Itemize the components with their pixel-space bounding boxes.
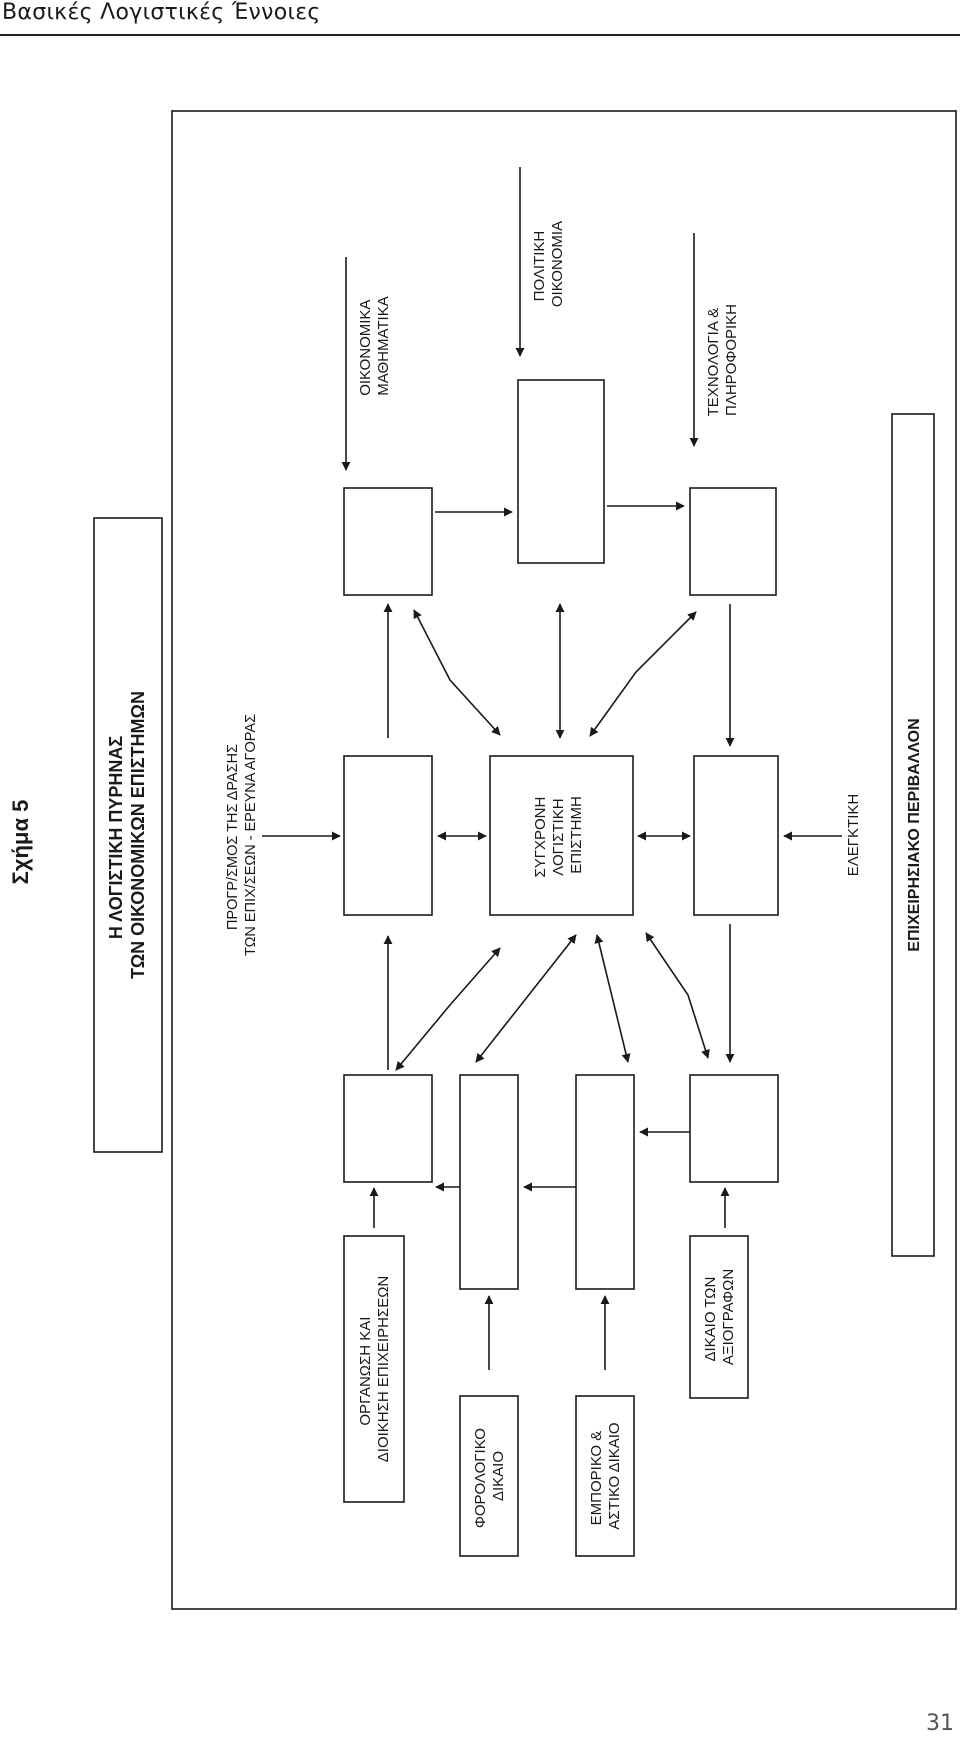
center-box (489, 755, 634, 916)
auditing-box (693, 755, 779, 916)
arrow-center-tax-law (475, 934, 577, 1063)
auditing-label: ΕΛΕΓΚΤΙΚΗ (845, 794, 862, 876)
arrow-center-upper-left (413, 609, 501, 736)
environment-box (891, 413, 935, 1257)
upper-right-box (689, 487, 777, 596)
planning-box (343, 755, 433, 916)
arrow-center-securities (645, 932, 710, 1059)
securities-source-box (689, 1235, 749, 1399)
economic-math-label: ΟΙΚΟΝΟΜΙΚΑ ΜΑΘΗΜΑΤΙΚΑ (357, 296, 392, 396)
planning-label: ΠΡΟΓΡ/ΣΜΟΣ ΤΗΣ ΔΡΑΣΗΣ ΤΩΝ ΕΠΙΧ/ΣΕΩΝ - ΕΡ… (225, 714, 259, 956)
arrow-center-commercial-law (594, 934, 631, 1063)
commercial-law-source-box (575, 1395, 635, 1557)
figure-frame (171, 110, 957, 1610)
core-title-box (93, 517, 163, 1153)
securities-label: ΔΙΚΑΙΟ ΤΩΝ ΑΞΙΟΓΡΑΦΩΝ (702, 1269, 737, 1365)
upper-left-box (343, 487, 433, 596)
organization-label: ΟΡΓΑΝΩΣΗ ΚΑΙ ΔΙΟΙΚΗΣΗ ΕΠΙΧΕΙΡΗΣΕΩΝ (357, 1276, 392, 1462)
securities-box (689, 1074, 779, 1183)
commercial-law-label: ΕΜΠΟΡΙΚΟ & ΑΣΤΙΚΟ ΔΙΚΑΙΟ (588, 1422, 623, 1529)
commercial-law-box (575, 1074, 635, 1290)
center-label: ΣΥΓΧΡΟΝΗ ΛΟΓΙΣΤΙΚΗ ΕΠΙΣΤΗΜΗ (532, 792, 585, 877)
organization-source-box (343, 1235, 405, 1503)
tax-law-label: ΦΟΡΟΛΟΓΙΚΟ ΔΙΚΑΙΟ (472, 1424, 507, 1528)
environment-label: ΕΠΙΧΕΙΡΗΣΙΑΚΟ ΠΕΡΙΒΑΛΛΟΝ (906, 718, 923, 951)
political-economy-box (517, 379, 605, 564)
page-number: 31 (926, 1711, 954, 1736)
core-title: Η ΛΟΓΙΣΤΙΚΗ ΠΥΡΗΝΑΣ ΤΩΝ ΟΙΚΟΝΟΜΙΚΩΝ ΕΠΙΣ… (106, 691, 148, 979)
tax-law-source-box (459, 1395, 519, 1557)
figure-label: Σχήμα 5 (8, 800, 33, 885)
arrow-center-upper-right (589, 611, 697, 737)
organization-box (343, 1074, 433, 1183)
tax-law-box (459, 1074, 519, 1290)
technology-label: ΤΕΧΝΟΛΟΓΙΑ & ΠΛΗΡΟΦΟΡΙΚΗ (705, 304, 740, 417)
political-economy-label: ΠΟΛΙΤΙΚΗ ΟΙΚΟΝΟΜΙΑ (531, 221, 566, 307)
running-header: Βασικές Λογιστικές Έννοιες (2, 0, 321, 25)
header-rule (0, 34, 960, 36)
